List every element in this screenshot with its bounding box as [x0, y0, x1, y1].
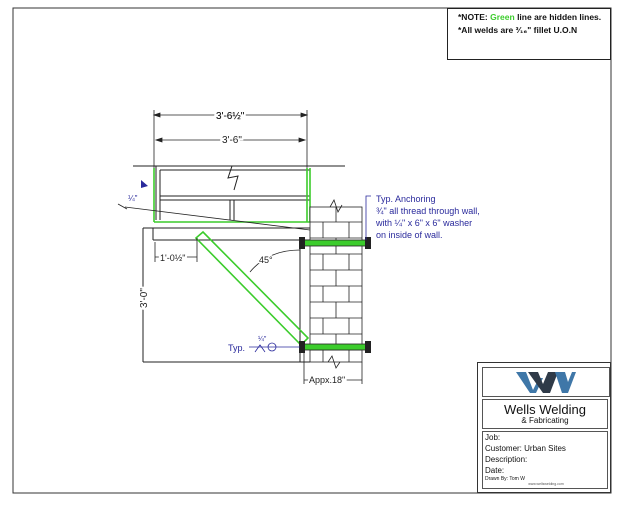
top-weld-leader: [117, 203, 311, 231]
website-field: www.wellswelding.com: [528, 482, 564, 486]
company-name-box: Wells Welding & Fabricating: [482, 399, 608, 429]
note-box: *NOTE: Green line are hidden lines. *All…: [447, 8, 611, 60]
anchor-note-line3: with ¼" x 6" x 6" washer: [375, 218, 472, 228]
angle-arc: [249, 249, 301, 273]
wall-depth-label: Appx.18": [309, 375, 345, 385]
angle-label: 45°: [259, 255, 273, 265]
anchor-note-leader: [365, 195, 371, 240]
overall-width-label: 3'-6½": [216, 111, 245, 122]
overall-width-label-front: 3'-6½": [216, 111, 245, 122]
bracket-offset-dimension: [154, 238, 198, 262]
wall-depth-dimension: [303, 352, 363, 384]
sheet-border: [12, 7, 612, 494]
title-fields: Job: Customer: Urban Sites Description: …: [482, 431, 608, 489]
brick-wall: [309, 199, 363, 369]
overall-width-dimension: [152, 110, 309, 168]
anchor-note-line4: on inside of wall.: [376, 230, 443, 240]
top-weld-size: ¼": [128, 194, 138, 203]
diagonal-brace: [194, 230, 310, 347]
title-block: Wells Welding & Fabricating Job: Custome…: [477, 362, 611, 493]
anchor-rod-top: [299, 237, 371, 249]
note-line1: *NOTE: Green line are hidden lines.: [458, 12, 602, 22]
typ-weld-label: Typ.: [228, 343, 245, 353]
note-line2: *All welds are ³⁄₁₆" fillet U.O.N: [458, 25, 578, 35]
date-field: Date:: [485, 466, 505, 475]
description-field: Description:: [485, 455, 528, 464]
railing-frame: [133, 165, 345, 220]
company-logo: [482, 367, 610, 397]
weld-symbol-icon: [249, 342, 300, 353]
customer-field: Customer: Urban Sites: [485, 444, 566, 453]
anchor-note-line2: ¾" all thread through wall,: [376, 206, 480, 216]
company-name: Wells Welding: [504, 402, 586, 417]
drawn-by-field: Drawn By: Tom W: [485, 476, 525, 482]
inner-width-label: 3'-6": [222, 135, 242, 146]
typ-weld-size: ¼": [258, 336, 267, 343]
flag-icon: [141, 180, 148, 188]
height-label: 3'-0": [139, 288, 150, 308]
inner-width-dimension: [154, 137, 307, 143]
bracket-offset-label: 1'-0½": [160, 253, 185, 263]
company-subtitle: & Fabricating: [521, 416, 569, 425]
anchor-note-line1: Typ. Anchoring: [376, 194, 436, 204]
job-field: Job:: [485, 433, 501, 442]
platform: [142, 227, 310, 363]
anchor-rod-bottom: [299, 341, 371, 353]
